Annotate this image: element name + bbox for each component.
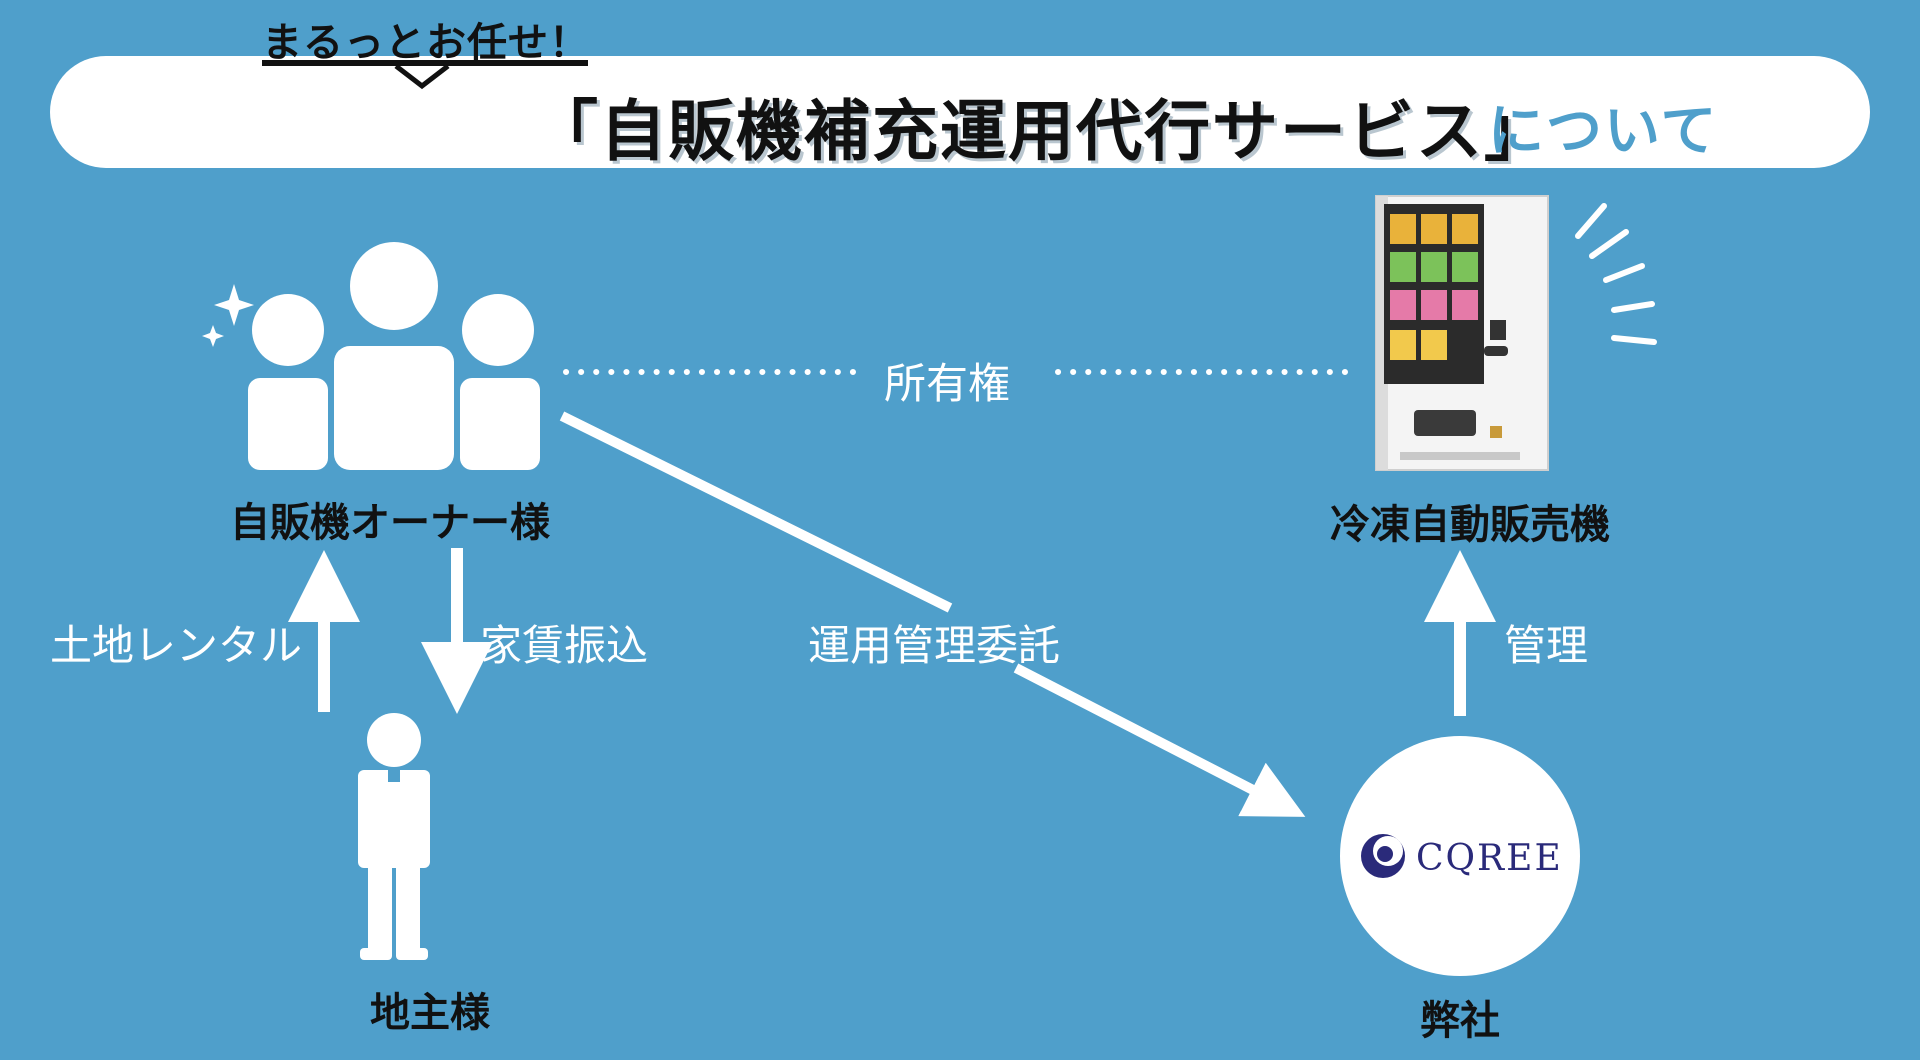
company-logo-circle: CQREE <box>1340 736 1580 976</box>
owners-group-icon <box>248 242 540 470</box>
page-title-suffix: について <box>1488 99 1719 164</box>
tagline-underline <box>262 60 588 66</box>
landowner-icon <box>358 713 430 960</box>
land-rental-label: 土地レンタル <box>50 621 303 670</box>
management-label: 管理 <box>1504 621 1589 670</box>
company-label: 弊社 <box>1420 998 1500 1044</box>
crescent-logo-icon <box>1361 834 1405 878</box>
vending-machine-image <box>1375 195 1549 471</box>
speech-pointer-icon <box>394 64 450 90</box>
outsource-arrow-start <box>559 411 953 613</box>
vibration-lines-icon <box>1575 203 1657 345</box>
sparkle-icon <box>202 284 254 347</box>
outsource-arrow-end <box>1013 663 1306 817</box>
company-logo-text: CQREE <box>1416 838 1563 879</box>
page-title: 「自販機補充運用代行サービス」 <box>532 93 1552 170</box>
tagline: まるっとお任せ！ <box>262 20 590 66</box>
vending-machine-label: 冷凍自動販売機 <box>1330 502 1610 548</box>
operation-outsourcing-label: 運用管理委託 <box>808 621 1061 670</box>
rent-transfer-label: 家賃振込 <box>480 621 649 670</box>
ownership-label: 所有権 <box>884 359 1011 408</box>
title-banner <box>50 56 1870 168</box>
owner-label: 自販機オーナー様 <box>230 500 550 546</box>
landowner-label: 地主様 <box>370 990 490 1036</box>
